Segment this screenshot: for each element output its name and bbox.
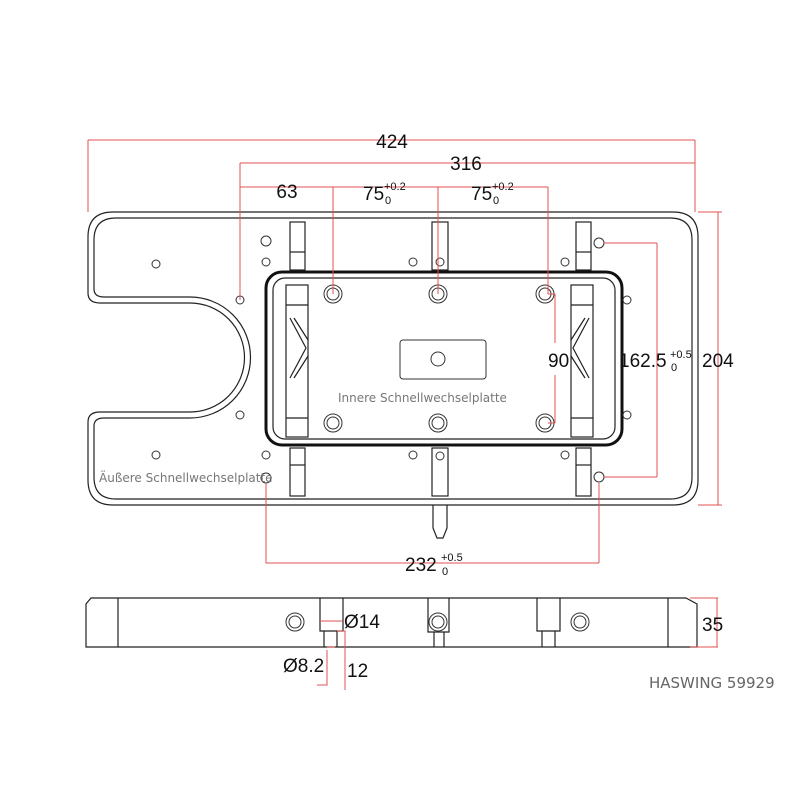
dim-232: 232	[405, 555, 437, 576]
dim-depth-12: 12	[347, 661, 368, 682]
dim-90: 90	[548, 351, 569, 372]
dim-424: 424	[376, 132, 408, 153]
dim-162-5: 162.5	[619, 351, 667, 372]
rail-left	[285, 284, 309, 438]
dim-75-b-upper: +0.2	[492, 181, 514, 193]
rail-right	[570, 284, 594, 438]
brand-model: HASWING 59929	[649, 674, 775, 692]
dim-75-a: 75	[363, 184, 384, 205]
label-outer-plate: Äußere Schnellwechselplatte	[99, 470, 273, 485]
dim-75-b-lower: 0	[493, 195, 499, 207]
clamps	[289, 221, 592, 539]
dim-162-5-upper: +0.5	[670, 349, 692, 361]
dim-232-lower: 0	[442, 566, 448, 578]
dim-204: 204	[702, 351, 734, 372]
dim-232-upper: +0.5	[441, 552, 463, 564]
dim-35: 35	[702, 615, 723, 636]
label-inner-plate: Innere Schnellwechselplatte	[338, 391, 507, 405]
dim-63: 63	[276, 182, 297, 203]
dim-316: 316	[450, 154, 482, 175]
dim-75-a-upper: +0.2	[384, 181, 406, 193]
dimension-lines	[87, 139, 722, 564]
dim-75-a-lower: 0	[385, 195, 391, 207]
outer-plate-top-view	[87, 211, 699, 506]
dim-162-5-lower: 0	[671, 362, 677, 374]
dim-bore-8-2: Ø8.2	[283, 656, 324, 677]
dim-75-b: 75	[471, 184, 492, 205]
dim-counterbore-14: Ø14	[344, 612, 380, 633]
inner-plate	[264, 270, 624, 447]
side-view	[85, 597, 718, 690]
outer-holes	[151, 235, 632, 484]
center-hole	[430, 351, 446, 367]
